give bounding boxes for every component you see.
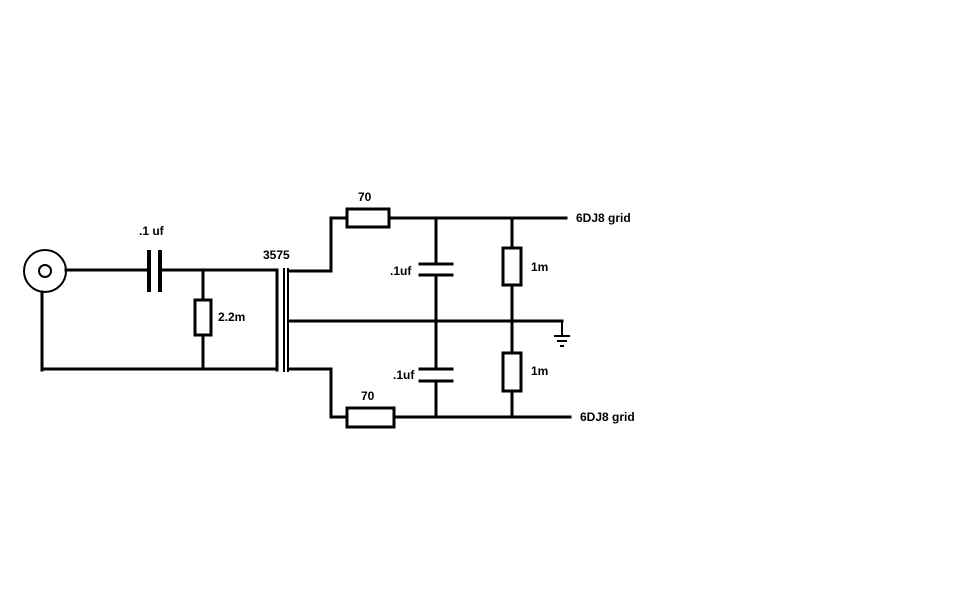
top-output-label: 6DJ8 grid	[576, 211, 631, 225]
input-resistor	[193, 298, 213, 337]
transformer	[275, 268, 289, 372]
bottom-output-label: 6DJ8 grid	[580, 410, 635, 424]
top-shunt-capacitor	[418, 262, 454, 277]
top-shunt-capacitor-label: .1uf	[390, 264, 412, 278]
top-shunt-resistor	[501, 246, 523, 287]
bottom-series-resistor	[345, 406, 396, 429]
top-series-resistor	[345, 207, 391, 229]
rca-input-jack	[23, 249, 67, 293]
top-series-resistor-label: 70	[358, 190, 372, 204]
transformer-label: 3575	[263, 248, 290, 262]
wire-secondary-bottom	[288, 367, 349, 419]
bottom-series-resistor-label: 70	[361, 389, 375, 403]
top-shunt-resistor-label: 1m	[531, 260, 548, 274]
input-capacitor-label: .1 uf	[139, 224, 165, 238]
bottom-shunt-capacitor-label: .1uf	[393, 368, 415, 382]
ground-icon	[554, 321, 570, 347]
input-resistor-label: 2.2m	[218, 310, 245, 324]
bottom-shunt-resistor-label: 1m	[531, 364, 548, 378]
wire-secondary-top	[288, 216, 349, 273]
bottom-shunt-resistor	[501, 351, 523, 393]
input-capacitor	[147, 250, 162, 292]
bottom-shunt-capacitor	[418, 367, 454, 383]
